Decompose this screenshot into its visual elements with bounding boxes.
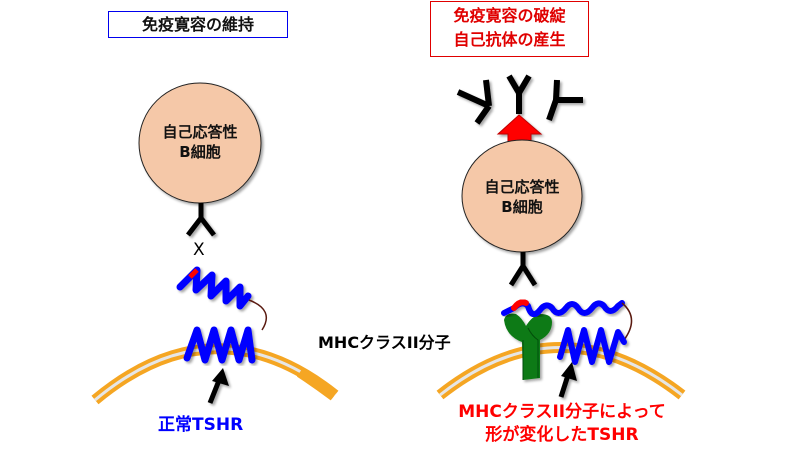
- left-cell-label-line2: B細胞: [179, 143, 221, 161]
- right-cell-label: 自己応答性 B細胞: [462, 177, 582, 217]
- left-tshr-linker: [248, 299, 268, 331]
- left-tshr-transmembrane: [183, 326, 256, 364]
- binding-blocked-mark: X: [193, 240, 205, 260]
- left-bcr-antibody-icon: [186, 203, 216, 237]
- left-pointer-arrow-icon: [207, 368, 229, 404]
- membrane-fragment: [296, 367, 338, 401]
- right-title-line1: 免疫寛容の破綻: [453, 6, 566, 25]
- right-panel-title: 免疫寛容の破綻 自己抗体の産生: [430, 1, 589, 57]
- right-tshr-linker: [621, 302, 633, 341]
- normal-tshr-label: 正常TSHR: [158, 415, 244, 435]
- mhc-class-ii-label: MHCクラスII分子: [318, 333, 451, 352]
- right-cell-label-line1: 自己応答性: [484, 178, 560, 196]
- altered-tshr-label: MHCクラスII分子によって 形が変化したTSHR: [424, 401, 700, 447]
- altered-tshr-label-line2: 形が変化したTSHR: [485, 425, 639, 445]
- left-cell-label: 自己応答性 B細胞: [140, 122, 260, 162]
- right-cell-label-line2: B細胞: [501, 198, 543, 216]
- mhc-class-ii-molecule: [504, 313, 552, 380]
- right-bcr-antibody-icon: [508, 252, 538, 287]
- right-tshr-transmembrane: [557, 327, 627, 365]
- left-tshr-ectodomain: [176, 266, 252, 310]
- right-tshr-ectodomain: [501, 299, 625, 318]
- left-cell-label-line1: 自己応答性: [162, 123, 238, 141]
- left-panel-title: 免疫寛容の維持: [108, 11, 288, 38]
- right-title-line2: 自己抗体の産生: [453, 30, 566, 49]
- secreted-antibodies-icon: [456, 74, 583, 125]
- production-arrow-icon: [496, 114, 543, 143]
- left-title-text: 免疫寛容の維持: [141, 15, 254, 34]
- right-pointer-arrow-icon: [558, 362, 577, 398]
- altered-tshr-label-line1: MHCクラスII分子によって: [458, 402, 666, 422]
